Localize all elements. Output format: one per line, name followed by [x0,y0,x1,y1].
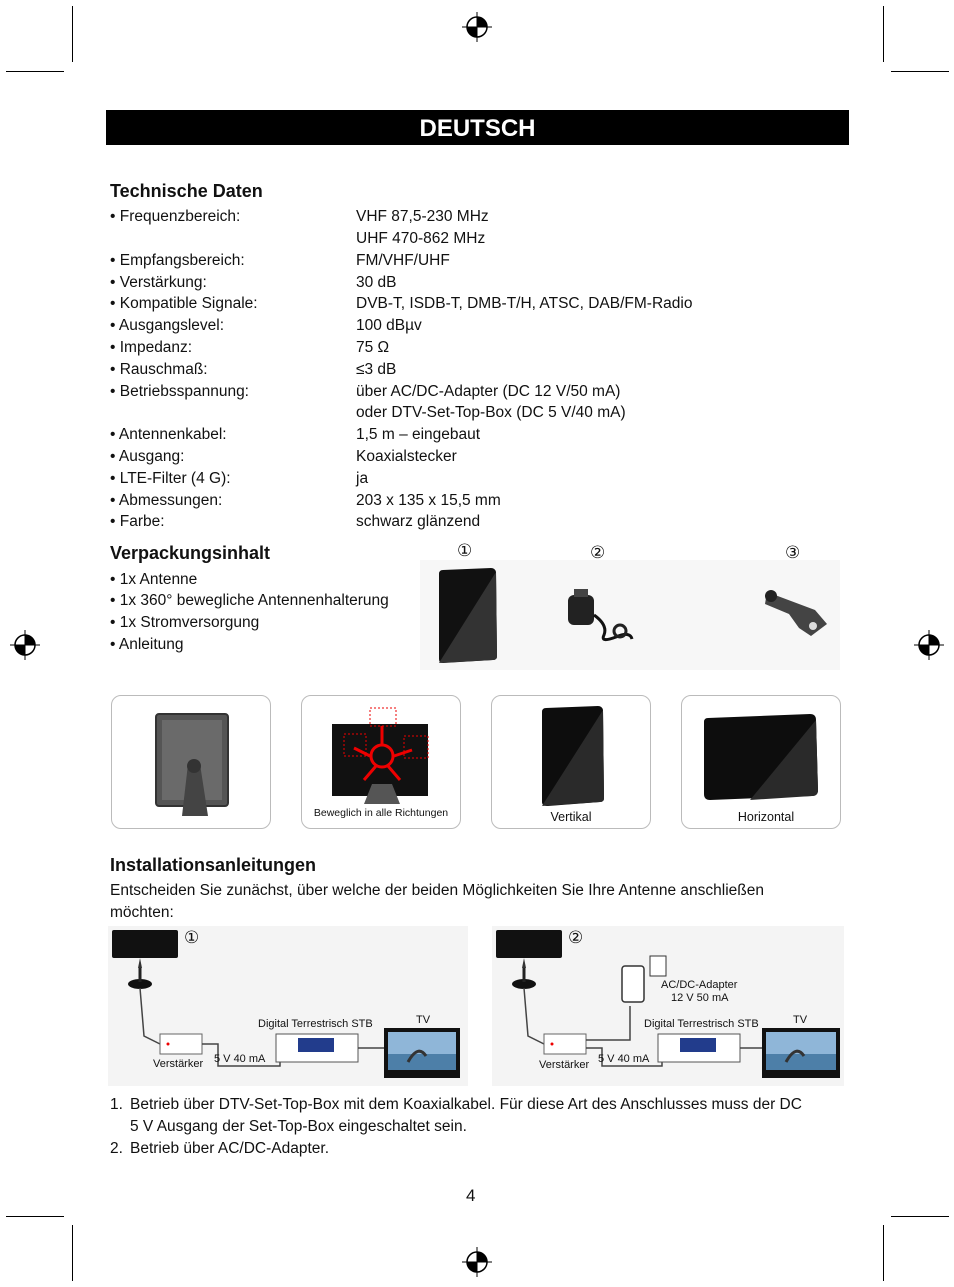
install-intro: Entscheiden Sie zunächst, über welche de… [110,882,764,899]
connection-diagram-1: ① Digital Terrestrisch STB TV Verstärker… [108,926,468,1086]
diagram-marker-2: ② [568,928,584,947]
connection-diagram-icon [112,930,460,1078]
antenna-horizontal-icon [704,714,818,800]
amplifier-label: Verstärker [539,1059,590,1071]
tv-label: TV [416,1014,431,1026]
crop-mark [72,1225,73,1281]
power-adapter-icon [568,589,634,642]
diagram-marker-1: ① [184,928,200,947]
registration-mark-icon [10,630,40,660]
horizontal-caption: Horizontal [737,810,795,824]
connection-diagram-icon [496,930,840,1078]
registration-mark-icon [462,12,492,42]
step-text: Betrieb über AC/DC-Adapter. [130,1140,330,1157]
amplifier-label: Verstärker [153,1058,204,1070]
antenna-mount-icon [765,590,827,636]
rotation-arrows-icon [332,707,429,804]
list-item: • 1x Stromversorgung [110,614,260,631]
crop-mark [6,71,64,72]
step-text: 5 V Ausgang der Set-Top-Box eingeschalte… [130,1118,467,1135]
language-banner: DEUTSCH [106,110,849,145]
stb-label: Digital Terrestrisch STB [644,1018,759,1030]
registration-mark-icon [462,1247,492,1277]
list-item: • Anleitung [110,636,184,653]
item-marker-2: ② [590,543,606,562]
power-label: 5 V 40 mA [214,1053,266,1065]
antenna-vertical-icon [542,706,604,806]
list-item: • 1x 360° bewegliche Antennenhalterung [110,592,389,609]
vertical-caption: Vertikal [550,810,592,824]
item-marker-1: ① [457,541,473,560]
power-label: 5 V 40 mA [598,1053,650,1065]
crop-mark [891,1216,949,1217]
rotation-view-panel: Beweglich in alle Richtungen [301,695,461,829]
item-marker-3: ③ [785,543,801,562]
install-title: Installationsanleitungen [110,855,317,875]
step-text: Betrieb über DTV-Set-Top-Box mit dem Koa… [130,1096,802,1113]
connection-diagram-2: ② AC/DC-Adapter 12 V 50 mA Digital Terre… [492,926,844,1086]
tech-specs-title: Technische Daten [110,181,263,201]
adapter-spec-label: 12 V 50 mA [671,992,729,1004]
adapter-label: AC/DC-Adapter [661,979,738,991]
antenna-product-icon [439,568,497,663]
step-number: 1. [110,1096,123,1113]
crop-mark [6,1216,64,1217]
crop-mark [883,6,884,62]
crop-mark [891,71,949,72]
list-item: • 1x Antenne [110,571,198,588]
page-number: 4 [466,1186,476,1205]
horizontal-view-panel: Horizontal [681,695,841,829]
crop-mark [883,1225,884,1281]
registration-mark-icon [914,630,944,660]
tv-label: TV [793,1014,808,1026]
stand-view-panel [111,695,271,829]
antenna-back-stand-icon [155,713,229,816]
crop-mark [72,6,73,62]
vertical-view-panel: Vertikal [491,695,651,829]
package-contents-title: Verpackungsinhalt [110,543,271,563]
install-intro: möchten: [110,904,174,921]
movable-caption: Beweglich in alle Richtungen [313,807,449,819]
stb-label: Digital Terrestrisch STB [258,1018,373,1030]
step-number: 2. [110,1140,123,1157]
